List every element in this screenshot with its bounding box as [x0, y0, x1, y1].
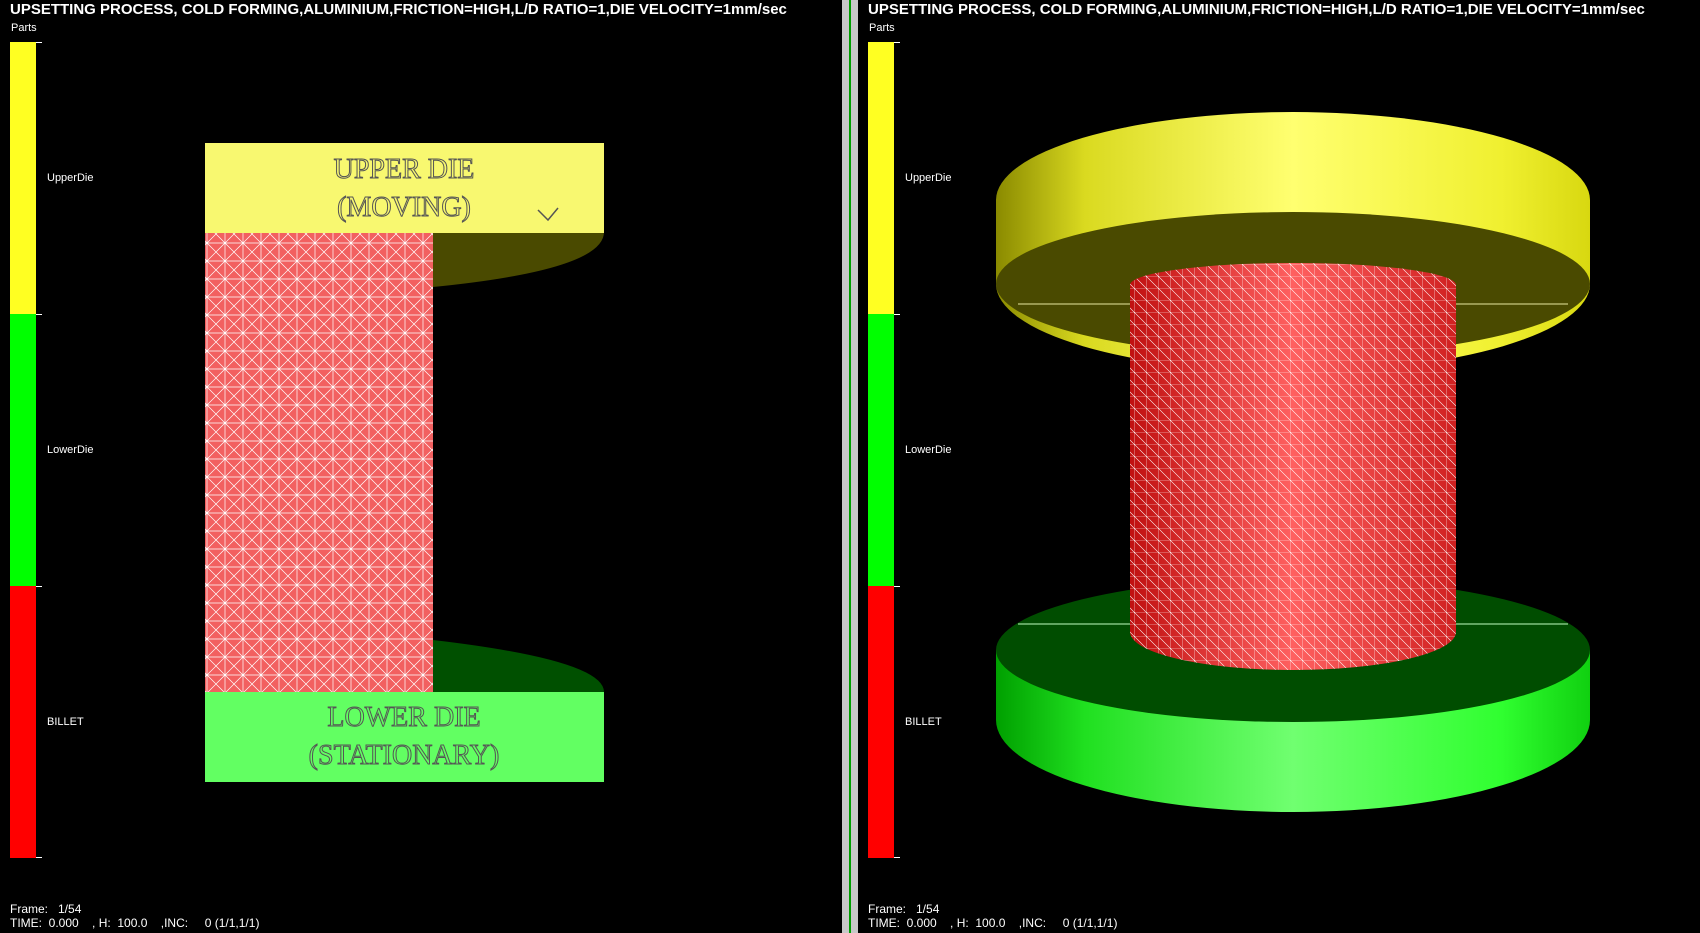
legend-label-lowerdie: LowerDie	[905, 444, 952, 456]
lower-die-label-line1: LOWER DIE	[327, 702, 480, 733]
time-readout: TIME: 0.000 , H: 100.0 ,INC: 0 (1/1,1/1)	[868, 916, 1118, 930]
legend-title: Parts	[11, 22, 37, 34]
upper-die-section	[205, 143, 604, 233]
lower-die-label-line2: (STATIONARY)	[309, 740, 500, 771]
frame-readout: Frame: 1/54	[868, 902, 940, 916]
billet-section	[205, 232, 433, 692]
right-viewport[interactable]: UPSETTING PROCESS, COLD FORMING,ALUMINIU…	[858, 0, 1700, 933]
legend-tick	[894, 314, 900, 315]
upper-die-label-line1: UPPER DIE	[334, 154, 475, 185]
legend-swatch-billet	[10, 586, 36, 858]
legend-tick	[894, 857, 900, 858]
legend-tick	[894, 42, 900, 43]
left-viewport[interactable]: UPSETTING PROCESS, COLD FORMING,ALUMINIU…	[0, 0, 842, 933]
legend-label-billet: BILLET	[47, 716, 84, 728]
legend-swatch-upperdie	[868, 42, 894, 314]
legend-swatch-billet	[868, 586, 894, 858]
legend-label-upperdie: UpperDie	[47, 172, 94, 184]
legend-label-billet: BILLET	[905, 716, 942, 728]
legend-tick	[894, 586, 900, 587]
legend-swatch-lowerdie	[868, 314, 894, 586]
legend-label-lowerdie: LowerDie	[47, 444, 94, 456]
legend-swatch-lowerdie	[10, 314, 36, 586]
legend-tick	[36, 857, 42, 858]
legend-label-upperdie: UpperDie	[905, 172, 952, 184]
lower-die-back	[433, 640, 604, 692]
lower-die-section	[205, 692, 604, 782]
arrow-down-icon	[537, 207, 559, 222]
view-title: UPSETTING PROCESS, COLD FORMING,ALUMINIU…	[868, 1, 1645, 18]
cross-section-scene: UPPER DIE (MOVING) LOWER DIE (STATIONARY…	[205, 143, 604, 782]
upper-die-back	[433, 232, 604, 287]
legend-tick	[36, 314, 42, 315]
legend-swatch-upperdie	[10, 42, 36, 314]
upper-die-label-line2: (MOVING)	[337, 192, 471, 223]
legend-title: Parts	[869, 22, 895, 34]
viewport-splitter[interactable]	[842, 0, 858, 933]
frame-readout: Frame: 1/54	[10, 902, 82, 916]
time-readout: TIME: 0.000 , H: 100.0 ,INC: 0 (1/1,1/1)	[10, 916, 260, 930]
legend-tick	[36, 42, 42, 43]
billet-mesh	[1130, 263, 1456, 670]
view-title: UPSETTING PROCESS, COLD FORMING,ALUMINIU…	[10, 1, 787, 18]
3d-scene	[996, 112, 1590, 812]
legend-tick	[36, 586, 42, 587]
